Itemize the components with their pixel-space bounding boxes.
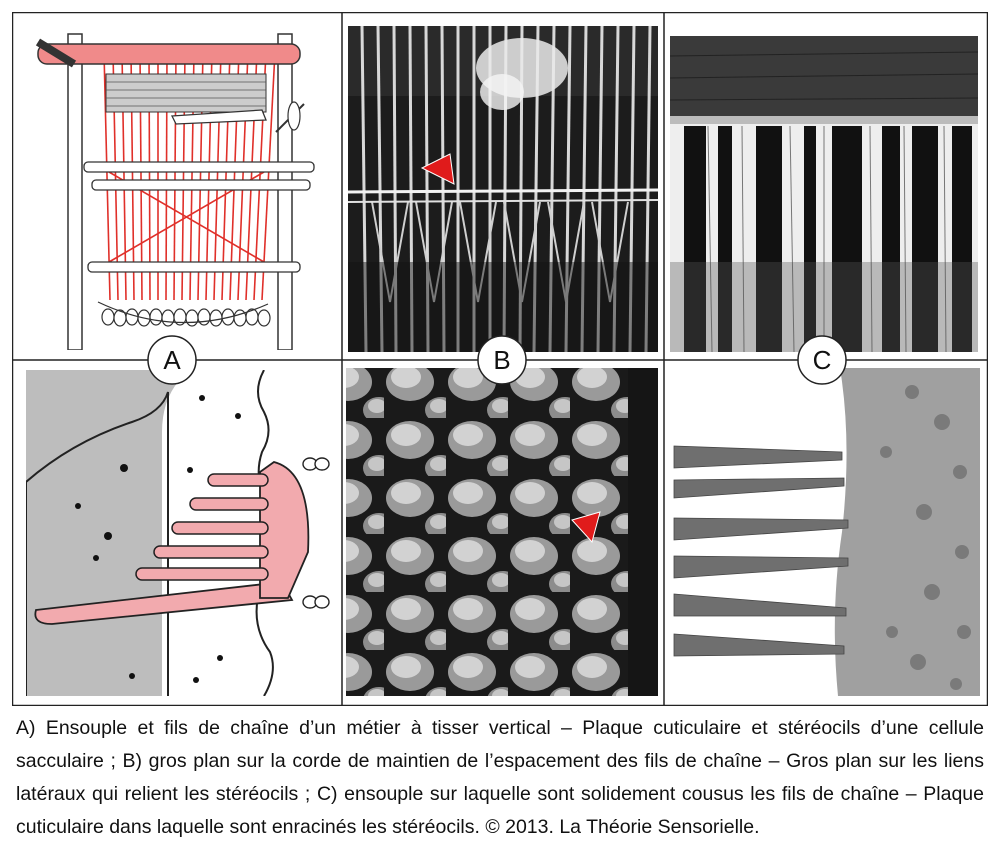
figure-caption: A) Ensouple et fils de chaîne d’un métie… [16, 717, 984, 838]
cuticular-plate-diagram [26, 370, 336, 696]
stereocilia-sem-photo [346, 368, 658, 696]
figure-grid: A B C [12, 12, 988, 706]
panel-label-a: A [147, 335, 197, 385]
loom-drawing [20, 20, 334, 350]
panel-label-c: C [797, 335, 847, 385]
arrowhead-marker [571, 511, 601, 544]
figure-border [12, 12, 988, 706]
warp-beam-photo [670, 36, 978, 352]
cuticular-plate-tem-photo [670, 368, 980, 696]
svg-text:C: C [813, 345, 832, 375]
svg-text:B: B [493, 345, 510, 375]
arrowhead-marker [420, 153, 455, 185]
svg-text:A: A [163, 345, 181, 375]
warp-spacing-photo [348, 26, 658, 352]
panel-label-b: B [477, 335, 527, 385]
